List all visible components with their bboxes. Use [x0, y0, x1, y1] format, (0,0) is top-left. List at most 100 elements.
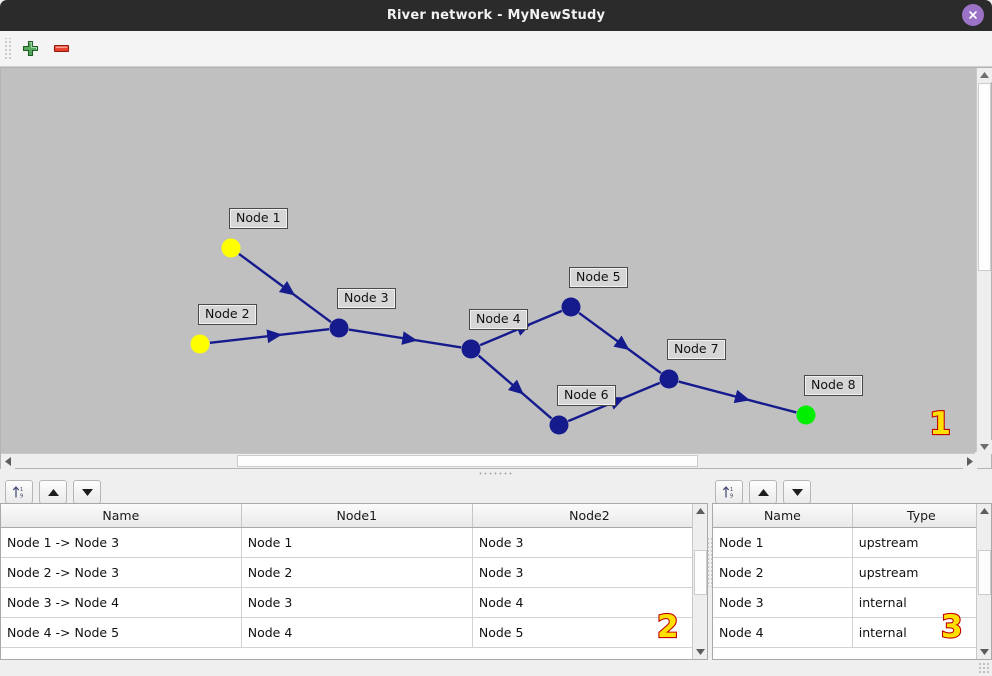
nodes-toolbar: 1 9 — [715, 479, 817, 505]
table-cell[interactable]: Node 4 — [241, 617, 473, 648]
graph-node[interactable] — [549, 415, 569, 435]
move-up-icon[interactable] — [749, 480, 777, 504]
scroll-down-icon[interactable] — [977, 440, 992, 454]
table-cell[interactable]: Node 3 — [241, 587, 473, 618]
table-cell[interactable]: Node 1 — [241, 527, 473, 558]
title-bar: River network - MyNewStudy — [0, 0, 992, 31]
window-title: River network - MyNewStudy — [386, 8, 606, 23]
scroll-right-icon[interactable] — [963, 454, 977, 469]
table-cell[interactable]: Node 2 -> Node 3 — [1, 557, 242, 588]
graph-edge-arrowhead — [401, 331, 418, 345]
table-cell[interactable]: internal — [852, 587, 991, 618]
graph-node-label[interactable]: Node 8 — [804, 375, 863, 396]
table-cell[interactable]: Node 3 -> Node 4 — [1, 587, 242, 618]
move-down-icon[interactable] — [783, 480, 811, 504]
svg-text:9: 9 — [730, 494, 733, 500]
graph-vertical-scrollbar[interactable] — [976, 68, 992, 454]
graph-node[interactable] — [659, 369, 679, 389]
graph-node[interactable] — [329, 318, 349, 338]
graph-horizontal-scrollbar[interactable] — [1, 453, 977, 469]
graph-node[interactable] — [561, 297, 581, 317]
table-cell[interactable]: Node 4 — [713, 617, 853, 648]
graph-node-label[interactable]: Node 6 — [557, 385, 616, 406]
table-cell[interactable]: Node 1 -> Node 3 — [1, 527, 242, 558]
graph-node-label[interactable]: Node 2 — [198, 304, 257, 325]
table-cell[interactable]: Node 3 — [472, 557, 707, 588]
nodes-scroll-down-icon[interactable] — [977, 645, 991, 659]
sort-icon[interactable]: 1 9 — [715, 480, 743, 504]
sort-icon[interactable]: 1 9 — [5, 480, 33, 504]
main-toolbar — [0, 31, 992, 67]
window-resize-grip[interactable] — [978, 662, 990, 674]
table-cell[interactable]: upstream — [852, 527, 991, 558]
table-cell[interactable]: internal — [852, 617, 991, 648]
vertical-splitter[interactable] — [706, 537, 713, 587]
graph-node-label[interactable]: Node 4 — [469, 309, 528, 330]
nodes-scroll-up-icon[interactable] — [977, 504, 991, 518]
graph-node-label[interactable]: Node 3 — [337, 288, 396, 309]
graph-node[interactable] — [796, 405, 816, 425]
graph-node-label[interactable]: Node 1 — [229, 208, 288, 229]
network-graph-panel[interactable]: Node 1 Node 2 Node 3 Node 4 Node 5 Node 6 Node… — [0, 67, 992, 469]
close-icon[interactable] — [962, 4, 984, 26]
graph-node[interactable] — [461, 339, 481, 359]
scrollbar-corner — [975, 452, 991, 468]
nodes-vertical-scrollbar[interactable] — [976, 504, 991, 659]
graph-vscroll-thumb[interactable] — [978, 83, 991, 271]
svg-text:9: 9 — [20, 494, 23, 500]
graph-node-label[interactable]: Node 5 — [569, 267, 628, 288]
graph-hscroll-thumb[interactable] — [237, 455, 698, 467]
column-header[interactable]: Type — [852, 504, 991, 528]
column-header[interactable]: Name — [713, 504, 853, 528]
graph-node-label[interactable]: Node 7 — [667, 339, 726, 360]
table-cell[interactable]: Node 2 — [241, 557, 473, 588]
table-cell[interactable]: Node 4 — [472, 587, 707, 618]
table-cell[interactable]: Node 4 -> Node 5 — [1, 617, 242, 648]
graph-edge-arrowhead — [266, 329, 283, 344]
nodes-vscroll-thumb[interactable] — [978, 550, 991, 595]
graph-edge-arrowhead — [507, 379, 524, 395]
graph-edges — [190, 238, 816, 435]
horizontal-splitter[interactable] — [0, 469, 992, 477]
table-cell[interactable]: Node 3 — [472, 527, 707, 558]
move-down-icon[interactable] — [73, 480, 101, 504]
graph-canvas[interactable]: Node 1 Node 2 Node 3 Node 4 Node 5 Node 6 Node… — [1, 68, 977, 454]
table-cell[interactable]: Node 1 — [713, 527, 853, 558]
scroll-left-icon[interactable] — [1, 454, 15, 469]
remove-minus-icon[interactable] — [48, 36, 74, 62]
toolbar-drag-handle[interactable] — [3, 37, 12, 60]
table-cell[interactable]: Node 3 — [713, 587, 853, 618]
scroll-up-icon[interactable] — [977, 68, 992, 82]
column-header[interactable]: Node1 — [241, 504, 473, 528]
add-plus-icon[interactable] — [17, 36, 43, 62]
reaches-scroll-up-icon[interactable] — [693, 504, 707, 518]
table-cell[interactable]: upstream — [852, 557, 991, 588]
table-cell[interactable]: Node 2 — [713, 557, 853, 588]
column-header[interactable]: Node2 — [472, 504, 707, 528]
reaches-vertical-scrollbar[interactable] — [692, 504, 707, 659]
graph-edge-arrowhead — [613, 335, 630, 351]
table-cell[interactable]: Node 5 — [472, 617, 707, 648]
column-header[interactable]: Name — [1, 504, 242, 528]
graph-node[interactable] — [190, 334, 210, 354]
graph-node[interactable] — [221, 238, 241, 258]
splitter-grip-icon — [478, 471, 514, 475]
reaches-scroll-down-icon[interactable] — [693, 645, 707, 659]
svg-text:1: 1 — [20, 487, 23, 493]
move-up-icon[interactable] — [39, 480, 67, 504]
